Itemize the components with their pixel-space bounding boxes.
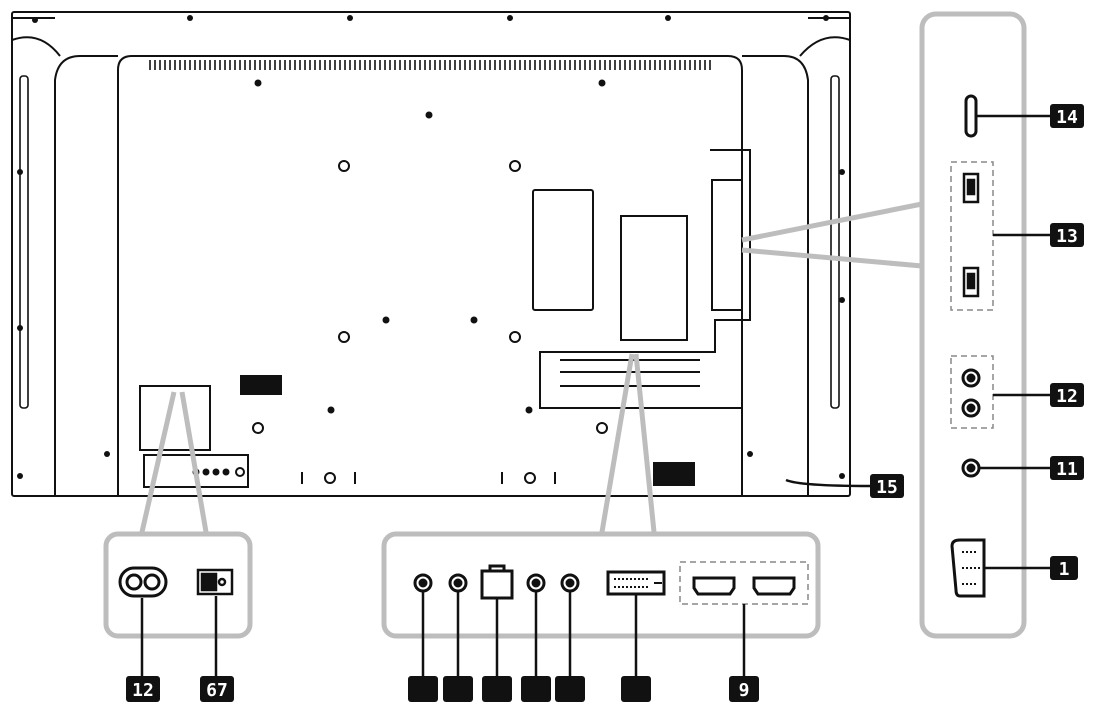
callout-badge-blank-3 [482,676,512,702]
side-io-zoom-panel [919,11,1027,639]
callout-11-label: 11 [1056,459,1078,480]
callout-badge-11: 11 [1050,456,1084,480]
screw-holes [17,15,845,479]
callout-9-label: 9 [739,680,750,701]
callout-13-label: 13 [1056,226,1078,247]
vesa-mount-holes [252,160,608,434]
audio-jack-icon [448,573,468,593]
callout-badge-13: 13 [1050,223,1084,247]
side-rail-slots [19,75,840,409]
callout-15-label: 15 [876,477,898,498]
callout-badge-1: 1 [1050,556,1078,580]
audio-jack-icon [413,573,433,593]
zoom-guide-lines [139,201,923,533]
monitor-back-housing [11,11,851,497]
callout-67-label: 67 [206,680,228,701]
dvi-port-icon [606,570,666,596]
audio-group-outline [950,355,994,429]
audio-jack-icon [526,573,546,593]
audio-jack-icon [961,368,981,388]
usb-port-icon [962,172,980,204]
callout-badge-67: 67 [200,676,234,702]
hdmi-group-outline [679,561,809,605]
rj45-port-icon [480,564,514,600]
power-zoom-panel [103,531,253,639]
bottom-io-zoom-panel [381,531,821,639]
callout-badge-15: 15 [870,474,904,498]
usb-port-icon [962,266,980,298]
callout-badge-12-bottom: 12 [126,676,160,702]
callout-14-label: 14 [1056,107,1078,128]
callout-badge-14: 14 [1050,104,1084,128]
audio-jack-icon [961,458,981,478]
foot-mounts [301,472,556,484]
leader-lines [140,114,1050,676]
callout-12-right-label: 12 [1056,386,1078,407]
callout-badge-blank-5 [555,676,585,702]
hdmi-port-icon [692,576,736,596]
callout-12-bottom-label: 12 [132,680,154,701]
power-switch-icon [196,568,234,596]
callout-badge-blank-1 [408,676,438,702]
audio-jack-icon [961,398,981,418]
speaker-grilles [240,375,695,486]
hdmi-port-icon [752,576,796,596]
callout-1-label: 1 [1059,559,1070,580]
callout-badge-blank-4 [521,676,551,702]
callout-badge-12-right: 12 [1050,383,1084,407]
ir-sensor-icon [964,94,978,138]
audio-jack-icon [560,573,580,593]
ac-power-inlet-icon [118,566,168,598]
top-vent-grille [149,60,711,70]
callout-badge-blank-2 [443,676,473,702]
callout-badge-9: 9 [729,676,759,702]
vga-port-icon [950,538,986,598]
internal-modules [139,149,751,496]
callout-badge-blank-6 [621,676,651,702]
